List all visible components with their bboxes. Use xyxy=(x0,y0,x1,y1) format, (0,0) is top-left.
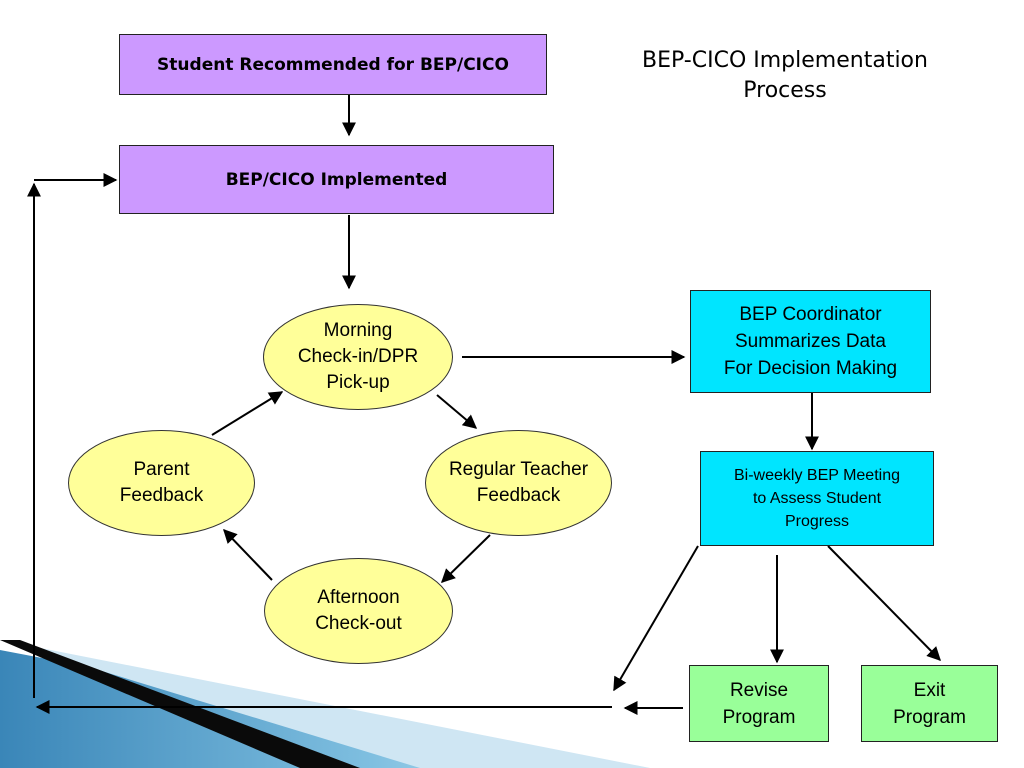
morning-checkin-ellipse: Morning Check-in/DPR Pick-up xyxy=(263,304,453,410)
bep-cico-implemented-label: BEP/CICO Implemented xyxy=(225,169,448,190)
exit-program-box: Exit Program xyxy=(861,665,998,742)
arrow-meeting-to-exit xyxy=(827,545,941,661)
regular-teacher-feedback-ellipse: Regular Teacher Feedback xyxy=(425,430,612,536)
arrow-parent-to-morning xyxy=(211,391,284,436)
biweekly-meeting-box: Bi-weekly BEP Meeting to Assess Student … xyxy=(700,451,934,546)
swoosh-dark-band xyxy=(0,640,360,768)
bep-coordinator-box: BEP Coordinator Summarizes Data For Deci… xyxy=(690,290,931,393)
arrow-meeting-to-feedback-line xyxy=(613,545,699,692)
revise-program-box: Revise Program xyxy=(689,665,829,742)
arrow-afternoon-to-parent xyxy=(223,528,273,581)
student-recommended-box: Student Recommended for BEP/CICO xyxy=(119,34,547,95)
diagram-title: BEP-CICO Implementation Process xyxy=(642,48,928,103)
arrow-teacher-to-afternoon xyxy=(440,534,491,583)
parent-feedback-ellipse: Parent Feedback xyxy=(68,430,255,536)
student-recommended-label: Student Recommended for BEP/CICO xyxy=(157,54,509,75)
arrow-morning-to-teacher xyxy=(436,394,478,429)
bep-cico-implemented-box: BEP/CICO Implemented xyxy=(119,145,554,214)
swoosh-light-band xyxy=(0,640,650,768)
afternoon-checkout-ellipse: Afternoon Check-out xyxy=(264,558,453,664)
